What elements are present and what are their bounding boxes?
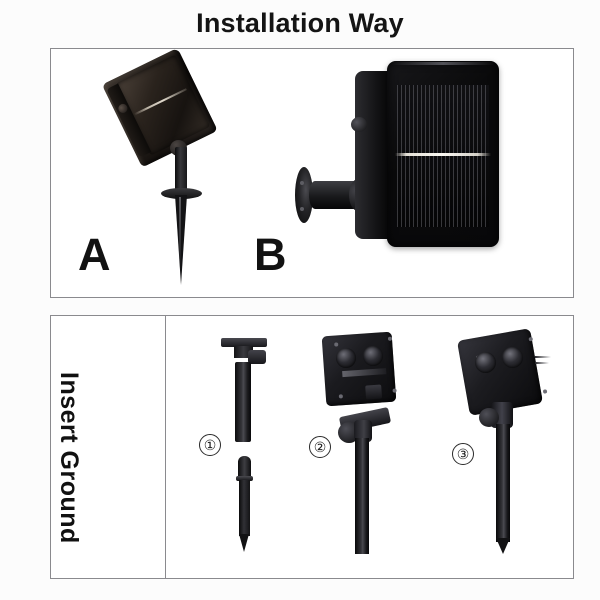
page-title: Installation Way [196, 8, 404, 38]
stake-lower-ring [236, 476, 253, 481]
fixture-label-strip-2 [342, 368, 387, 378]
led-lamp-head [475, 352, 496, 373]
stake-lower-cap [238, 456, 251, 478]
wall-screw-icon [300, 181, 304, 185]
stake-tip-3 [496, 538, 510, 554]
screw-icon [542, 389, 548, 394]
led-lamp-head [363, 346, 383, 366]
led-lamp-head [502, 347, 523, 368]
screw-icon [334, 342, 339, 347]
joint-knuckle-2 [354, 420, 372, 442]
wall-screw-icon [300, 207, 304, 211]
screw-icon [392, 388, 397, 393]
option-label-a: A [78, 229, 111, 280]
screw-icon [338, 394, 343, 399]
option-label-b: B [254, 229, 287, 280]
wall-flange-b [295, 167, 313, 223]
stake-collar-a [161, 188, 202, 199]
product-ground-stake-light [101, 47, 250, 285]
solar-head-a [101, 47, 218, 168]
step-3-illustration [455, 328, 551, 554]
housing-side-b [355, 71, 391, 239]
housing-top-highlight-b [391, 62, 495, 65]
stake-neck-a [175, 147, 187, 191]
stake-upper-rod [235, 362, 251, 442]
solar-panel-b [397, 85, 489, 227]
screw-icon [387, 336, 393, 341]
stake-rod-2 [355, 438, 369, 554]
step-number-1: ① [199, 434, 221, 456]
step-number-2: ② [309, 436, 331, 458]
led-lamp-head [336, 348, 356, 368]
solar-busbar-b [395, 153, 491, 156]
step-number-3: ③ [452, 443, 474, 465]
step-1-illustration [215, 338, 275, 553]
panel-divider [165, 316, 166, 578]
fixture-foot-tab-2 [365, 384, 383, 400]
insert-ground-caption: Insert Ground [55, 372, 83, 544]
stake-rod-3 [496, 424, 510, 542]
ground-spike-a [175, 195, 187, 285]
ball-joint-3 [479, 408, 499, 427]
stake-top-plate [221, 338, 267, 347]
product-wall-mount-light [295, 55, 505, 260]
cable-icon [535, 362, 549, 364]
stake-lower-tip [239, 534, 249, 552]
stake-side-lug [248, 350, 266, 364]
housing-side-knob-b [351, 117, 367, 132]
fixture-backplate-2 [321, 331, 397, 407]
spike-highlight-a [179, 197, 181, 269]
step-2-illustration [318, 331, 404, 554]
stake-lower-rod [239, 480, 250, 536]
screw-icon [528, 336, 534, 342]
cable-icon [535, 356, 551, 358]
